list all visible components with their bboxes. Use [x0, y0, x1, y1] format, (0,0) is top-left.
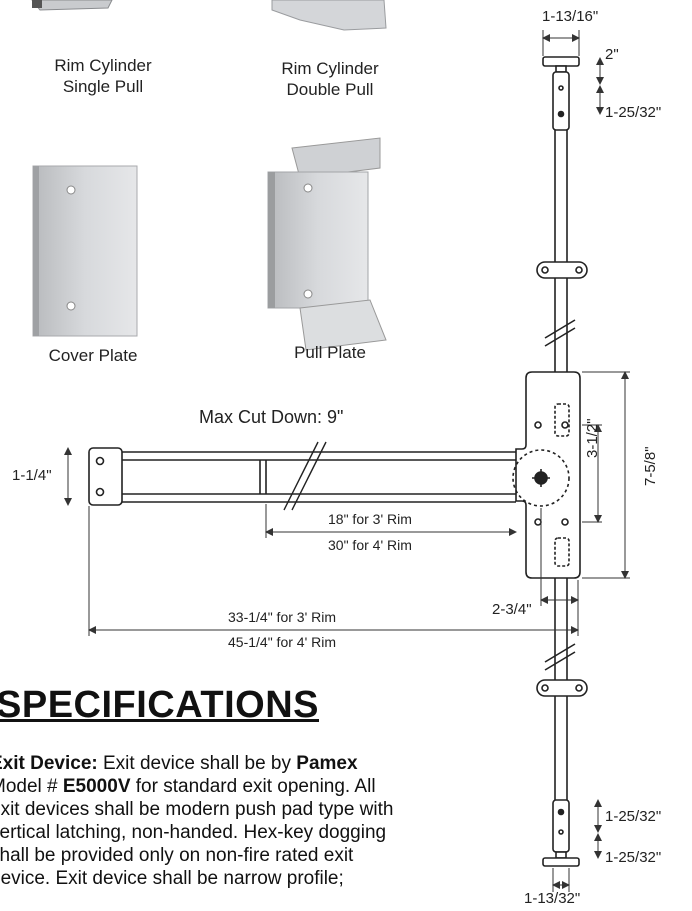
dim-center-large: 7-5/8": [642, 446, 659, 486]
spec-line: vertical latching, non-handed. Hex-key d…: [0, 821, 470, 844]
dimension-lines: [64, 30, 630, 892]
dim-bottom-width: 1-13/32": [524, 890, 581, 907]
vertical-rod-drawing: [536, 56, 588, 867]
spec-text: for standard exit opening. All: [130, 776, 376, 797]
caption-line: Single Pull: [62, 77, 144, 96]
spec-text: exit devices shall be modern push pad ty…: [0, 799, 394, 820]
dim-bar-height: 1-1/4": [12, 467, 52, 484]
dim-bottom-rod: 1-25/32": [605, 808, 662, 825]
dim-top-height: 2": [605, 46, 619, 63]
spec-text: device. Exit device shall be narrow prof…: [0, 868, 344, 889]
spec-bold: Pamex: [296, 753, 358, 774]
dim-cut-4: 30" for 4' Rim: [328, 537, 412, 553]
caption-pull-plate: Pull Plate: [294, 343, 366, 362]
spec-bold: Exit Device:: [0, 753, 98, 774]
rim-cylinder-double-pull-image: [271, 0, 387, 31]
dim-len-4: 45-1/4" for 4' Rim: [228, 634, 337, 650]
spec-line: Exit Device: Exit device shall be by Pam…: [0, 752, 470, 775]
dim-bottom-height: 1-25/32": [605, 849, 662, 866]
rim-cylinder-single-pull-image: [31, 0, 113, 11]
spec-line: Model # E5000V for standard exit opening…: [0, 775, 470, 798]
push-bar-drawing: [88, 371, 581, 579]
spec-bold: E5000V: [62, 776, 131, 797]
specifications-title: SPECIFICATIONS: [0, 684, 319, 726]
dim-len-3: 33-1/4" for 3' Rim: [228, 609, 337, 625]
spec-line: exit devices shall be modern push pad ty…: [0, 798, 470, 821]
cover-plate-image: [32, 165, 138, 337]
caption-line: Rim Cylinder: [54, 56, 152, 75]
dim-center-small: 3-1/2": [584, 418, 601, 458]
dim-cut-3: 18" for 3' Rim: [328, 511, 412, 527]
caption-line: Rim Cylinder: [281, 59, 379, 78]
specifications-body: Exit Device: Exit device shall be by Pam…: [0, 752, 470, 890]
spec-line: device. Exit device shall be narrow prof…: [0, 867, 470, 890]
spec-text: Model #: [0, 776, 58, 797]
spec-line: shall be provided only on non-fire rated…: [0, 844, 470, 867]
pull-plate-image: [267, 137, 387, 351]
caption-rim-double: Rim Cylinder Double Pull: [255, 58, 405, 100]
max-cut-label: Max Cut Down: 9": [199, 407, 344, 427]
spec-text: shall be provided only on non-fire rated…: [0, 845, 354, 866]
dim-offset: 2-3/4": [492, 601, 532, 618]
dim-top-width: 1-13/16": [542, 8, 599, 25]
caption-rim-single: Rim Cylinder Single Pull: [28, 55, 178, 97]
spec-text: Exit device shall be by: [97, 753, 297, 774]
spec-text: vertical latching, non-handed. Hex-key d…: [0, 822, 387, 843]
dim-top-rod: 1-25/32": [605, 104, 662, 121]
caption-cover-plate: Cover Plate: [48, 346, 138, 365]
caption-line: Double Pull: [286, 80, 374, 99]
